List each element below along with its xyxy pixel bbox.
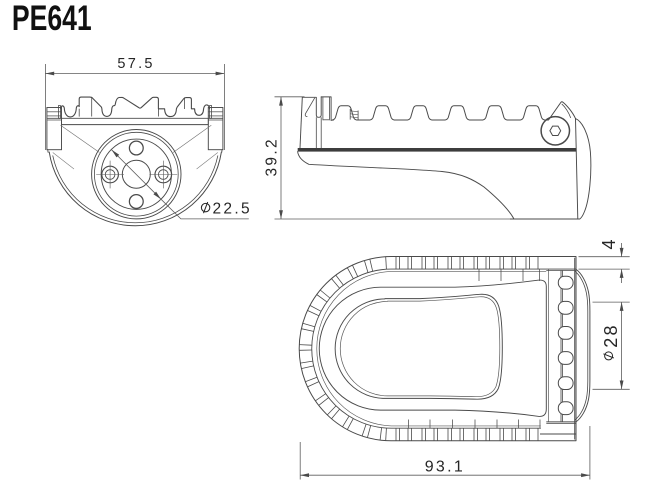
svg-text:57.5: 57.5 — [117, 56, 154, 72]
svg-text:39.2: 39.2 — [263, 137, 280, 176]
svg-text:22.5: 22.5 — [213, 200, 252, 217]
svg-text:PE641: PE641 — [12, 0, 92, 38]
svg-text:4: 4 — [599, 237, 619, 249]
svg-text:28: 28 — [601, 323, 621, 348]
svg-text:93.1: 93.1 — [425, 459, 465, 476]
